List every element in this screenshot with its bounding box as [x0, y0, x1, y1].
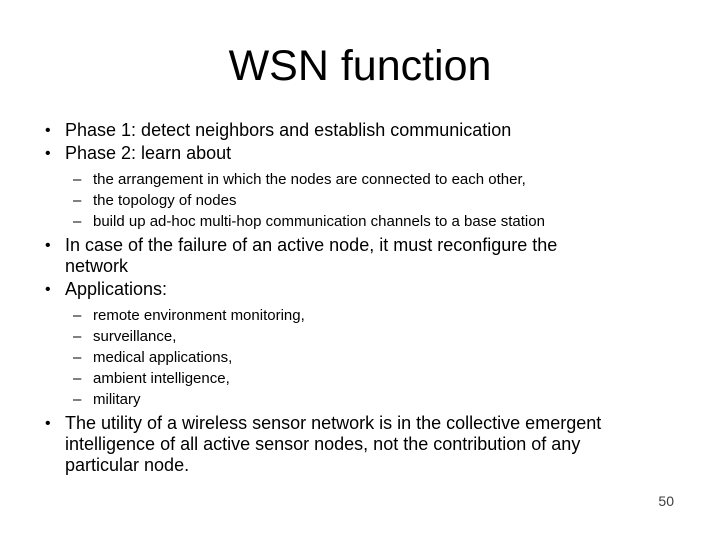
bullet-item: • Phase 2: learn about [0, 143, 720, 164]
bullet-item: –surveillance, [0, 326, 720, 347]
bullet-dot-marker: • [45, 415, 51, 432]
page-number: 50 [658, 493, 674, 509]
bullet-dash-marker: – [73, 349, 82, 366]
bullet-dash-marker: – [73, 370, 82, 387]
bullet-dash-marker: – [73, 213, 82, 230]
bullet-line: Phase 1: detect neighbors and establish … [65, 120, 512, 140]
bullet-dot-marker: • [45, 237, 51, 254]
bullet-line: particular node. [65, 455, 190, 475]
bullet-dash-marker: – [73, 328, 82, 345]
bullet-item: –build up ad-hoc multi-hop communication… [0, 211, 720, 232]
bullet-line: Phase 2: learn about [65, 143, 232, 163]
bullet-item: • The utility of a wireless sensor networ… [0, 413, 720, 476]
bullet-line: medical applications, [93, 349, 233, 366]
bullet-item: • Phase 1: detect neighbors and establish… [0, 120, 720, 141]
bullet-item: –ambient intelligence, [0, 368, 720, 389]
bullet-line: build up ad-hoc multi-hop communication … [93, 213, 545, 230]
bullet-item: –military [0, 389, 720, 410]
bullet-dot-marker: • [45, 122, 51, 139]
bullet-line: Applications: [65, 279, 168, 299]
bullet-dot-marker: • [45, 145, 51, 162]
bullet-item: –medical applications, [0, 347, 720, 368]
bullet-line: military [93, 391, 141, 408]
bullet-item: –the topology of nodes [0, 190, 720, 211]
slide-title: WSN function [228, 42, 492, 90]
bullet-dash-marker: – [73, 391, 82, 408]
bullet-dot-marker: • [45, 281, 51, 298]
bullet-line: surveillance, [93, 328, 177, 345]
bullet-line: remote environment monitoring, [93, 307, 305, 324]
bullet-dash-marker: – [73, 171, 82, 188]
bullet-list: • Phase 1: detect neighbors and establish… [0, 120, 720, 476]
bullet-line: the arrangement in which the nodes are c… [93, 171, 526, 188]
bullet-item: –remote environment monitoring, [0, 305, 720, 326]
bullet-item: –the arrangement in which the nodes are … [0, 169, 720, 190]
bullet-line: network [65, 256, 129, 276]
bullet-line: the topology of nodes [93, 192, 237, 209]
bullet-item: • In case of the failure of an active nod… [0, 235, 720, 277]
bullet-item: • Applications: [0, 279, 720, 300]
bullet-line: In case of the failure of an active node… [65, 235, 558, 255]
bullet-line: ambient intelligence, [93, 370, 230, 387]
bullet-line: intelligence of all active sensor nodes,… [65, 434, 581, 454]
bullet-line: The utility of a wireless sensor network… [65, 413, 602, 433]
bullet-dash-marker: – [73, 307, 82, 324]
bullet-dash-marker: – [73, 192, 82, 209]
